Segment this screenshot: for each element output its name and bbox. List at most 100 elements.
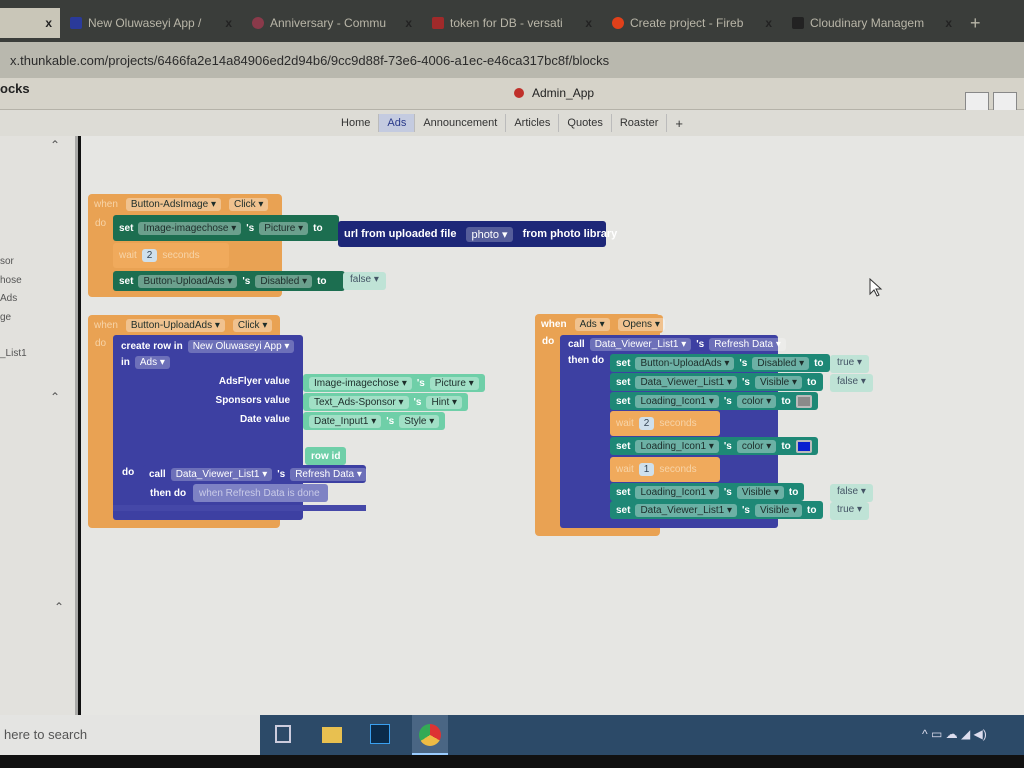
property-dropdown[interactable]: Picture ▾ xyxy=(259,221,309,235)
close-tab-icon[interactable]: x xyxy=(225,16,232,30)
seconds-input[interactable]: 2 xyxy=(638,417,655,430)
sidebar-item[interactable]: sor xyxy=(0,256,14,267)
property-dropdown[interactable]: Disabled ▾ xyxy=(255,274,313,288)
device-icon[interactable] xyxy=(993,92,1017,112)
screen-tab-home[interactable]: Home xyxy=(333,114,380,132)
property-dropdown[interactable]: Picture ▾ xyxy=(429,376,479,390)
set-block[interactable]: set Image-imagechose ▾ 's Picture ▾ to xyxy=(113,215,339,241)
component-dropdown[interactable]: Data_Viewer_List1 ▾ xyxy=(170,467,273,481)
screen-tab-announcement[interactable]: Announcement xyxy=(415,114,507,132)
property-dropdown[interactable]: Disabled ▾ xyxy=(752,356,810,370)
property-dropdown[interactable]: Visible ▾ xyxy=(736,485,784,499)
close-tab-icon[interactable]: x xyxy=(945,16,952,30)
property-dropdown[interactable]: color ▾ xyxy=(736,394,777,408)
collapse-chevron-icon[interactable]: ⌃ xyxy=(54,600,65,614)
boolean-dropdown[interactable]: false ▾ xyxy=(830,484,873,502)
component-dropdown[interactable]: Button-AdsImage ▾ xyxy=(125,197,221,211)
component-dropdown[interactable]: Data_Viewer_List1 ▾ xyxy=(635,375,738,389)
property-dropdown[interactable]: color ▾ xyxy=(736,439,777,453)
seconds-input[interactable]: 1 xyxy=(638,463,655,476)
event-dropdown[interactable]: Click ▾ xyxy=(232,318,273,332)
preview-icon[interactable] xyxy=(965,92,989,112)
color-swatch[interactable] xyxy=(795,394,812,408)
component-dropdown[interactable]: Loading_Icon1 ▾ xyxy=(635,394,719,408)
screen-tab-quotes[interactable]: Quotes xyxy=(559,114,612,132)
boolean-dropdown[interactable]: false ▾ xyxy=(830,374,873,392)
screen-tab-ads[interactable]: Ads xyxy=(379,114,416,132)
boolean-dropdown[interactable]: true ▾ xyxy=(830,502,870,520)
component-dropdown[interactable]: Loading_Icon1 ▾ xyxy=(635,485,719,499)
database-dropdown[interactable]: New Oluwaseyi App ▾ xyxy=(187,339,295,353)
close-tab-icon[interactable]: x xyxy=(585,16,592,30)
screen-tab-roaster[interactable]: Roaster xyxy=(612,114,668,132)
component-dropdown[interactable]: Button-UploadAds ▾ xyxy=(138,274,238,288)
method-dropdown[interactable]: Refresh Data ▾ xyxy=(709,337,786,351)
event-dropdown[interactable]: Click ▾ xyxy=(228,197,269,211)
property-getter-block[interactable]: Date_Input1 ▾ 's Style ▾ xyxy=(303,412,446,430)
row-id-output[interactable]: row id xyxy=(305,447,347,465)
file-explorer-icon[interactable] xyxy=(322,727,342,743)
system-tray-icons[interactable]: ^ ▭ ☁ ◢ ◀) xyxy=(922,727,987,741)
screen-tab-articles[interactable]: Articles xyxy=(506,114,560,132)
add-screen-button[interactable]: + xyxy=(675,115,683,131)
property-dropdown[interactable]: Visible ▾ xyxy=(754,375,803,389)
tab[interactable]: New Oluwaseyi App /x xyxy=(62,8,240,38)
task-view-icon[interactable] xyxy=(275,725,291,743)
sidebar-item[interactable]: hose xyxy=(0,275,22,286)
color-swatch[interactable] xyxy=(795,439,812,453)
component-dropdown[interactable]: Data_Viewer_List1 ▾ xyxy=(635,503,738,517)
sidebar-item[interactable]: ge xyxy=(0,312,12,323)
property-dropdown[interactable]: Style ▾ xyxy=(399,414,440,428)
collapse-chevron-icon[interactable]: ⌃ xyxy=(50,138,61,152)
collapse-chevron-icon[interactable]: ⌃ xyxy=(50,390,61,404)
close-tab-icon[interactable]: x xyxy=(405,16,412,30)
component-dropdown[interactable]: Data_Viewer_List1 ▾ xyxy=(589,337,692,351)
close-tab-icon[interactable]: x xyxy=(765,16,772,30)
address-bar[interactable]: x.thunkable.com/projects/6466fa2e14a8490… xyxy=(0,42,1024,78)
component-dropdown[interactable]: Button-UploadAds ▾ xyxy=(125,318,225,332)
property-dropdown[interactable]: Visible ▾ xyxy=(754,503,803,517)
component-dropdown[interactable]: Loading_Icon1 ▾ xyxy=(635,439,719,453)
component-dropdown[interactable]: Image-imagechose ▾ xyxy=(309,376,412,390)
photoshop-icon[interactable] xyxy=(370,724,390,744)
set-block[interactable]: set Button-UploadAds ▾ 's Disabled ▾ to xyxy=(113,271,345,291)
boolean-dropdown[interactable]: true ▾ xyxy=(830,355,870,373)
blocks-tab[interactable]: ocks xyxy=(0,81,30,96)
property-getter-block[interactable]: Text_Ads-Sponsor ▾ 's Hint ▾ xyxy=(303,393,469,411)
taskbar-search-box[interactable]: here to search xyxy=(0,715,260,755)
call-refresh-block[interactable]: call Data_Viewer_List1 ▾ 's Refresh Data… xyxy=(143,465,367,483)
table-dropdown[interactable]: Ads ▾ xyxy=(134,355,170,369)
source-dropdown[interactable]: photo ▾ xyxy=(466,226,513,242)
tab-active[interactable]: x xyxy=(0,8,60,38)
property-dropdown[interactable]: Hint ▾ xyxy=(426,395,463,409)
method-dropdown[interactable]: Refresh Data ▾ xyxy=(290,467,367,481)
new-tab-button[interactable]: + xyxy=(970,12,981,33)
close-tab-icon[interactable]: x xyxy=(45,16,52,30)
component-dropdown[interactable]: Text_Ads-Sponsor ▾ xyxy=(309,395,409,409)
component-dropdown[interactable]: Button-UploadAds ▾ xyxy=(635,356,735,370)
wait-block[interactable]: wait 2 seconds xyxy=(113,243,229,268)
property-getter-block[interactable]: Image-imagechose ▾ 's Picture ▾ xyxy=(303,374,485,392)
seconds-input[interactable]: 2 xyxy=(141,249,158,262)
url-from-uploaded-file-block[interactable]: url from uploaded file photo ▾ from phot… xyxy=(338,221,617,247)
boolean-dropdown[interactable]: false ▾ xyxy=(343,272,386,290)
component-dropdown[interactable]: Date_Input1 ▾ xyxy=(309,414,382,428)
sidebar-item[interactable]: _List1 xyxy=(0,348,27,359)
component-dropdown[interactable]: Image-imagechose ▾ xyxy=(138,221,242,235)
event-dropdown[interactable]: Opens ▾ xyxy=(617,317,665,331)
sidebar-item[interactable]: Ads xyxy=(0,293,18,304)
chrome-taskbar-button[interactable] xyxy=(412,715,448,755)
component-dropdown[interactable]: Ads ▾ xyxy=(574,317,610,331)
